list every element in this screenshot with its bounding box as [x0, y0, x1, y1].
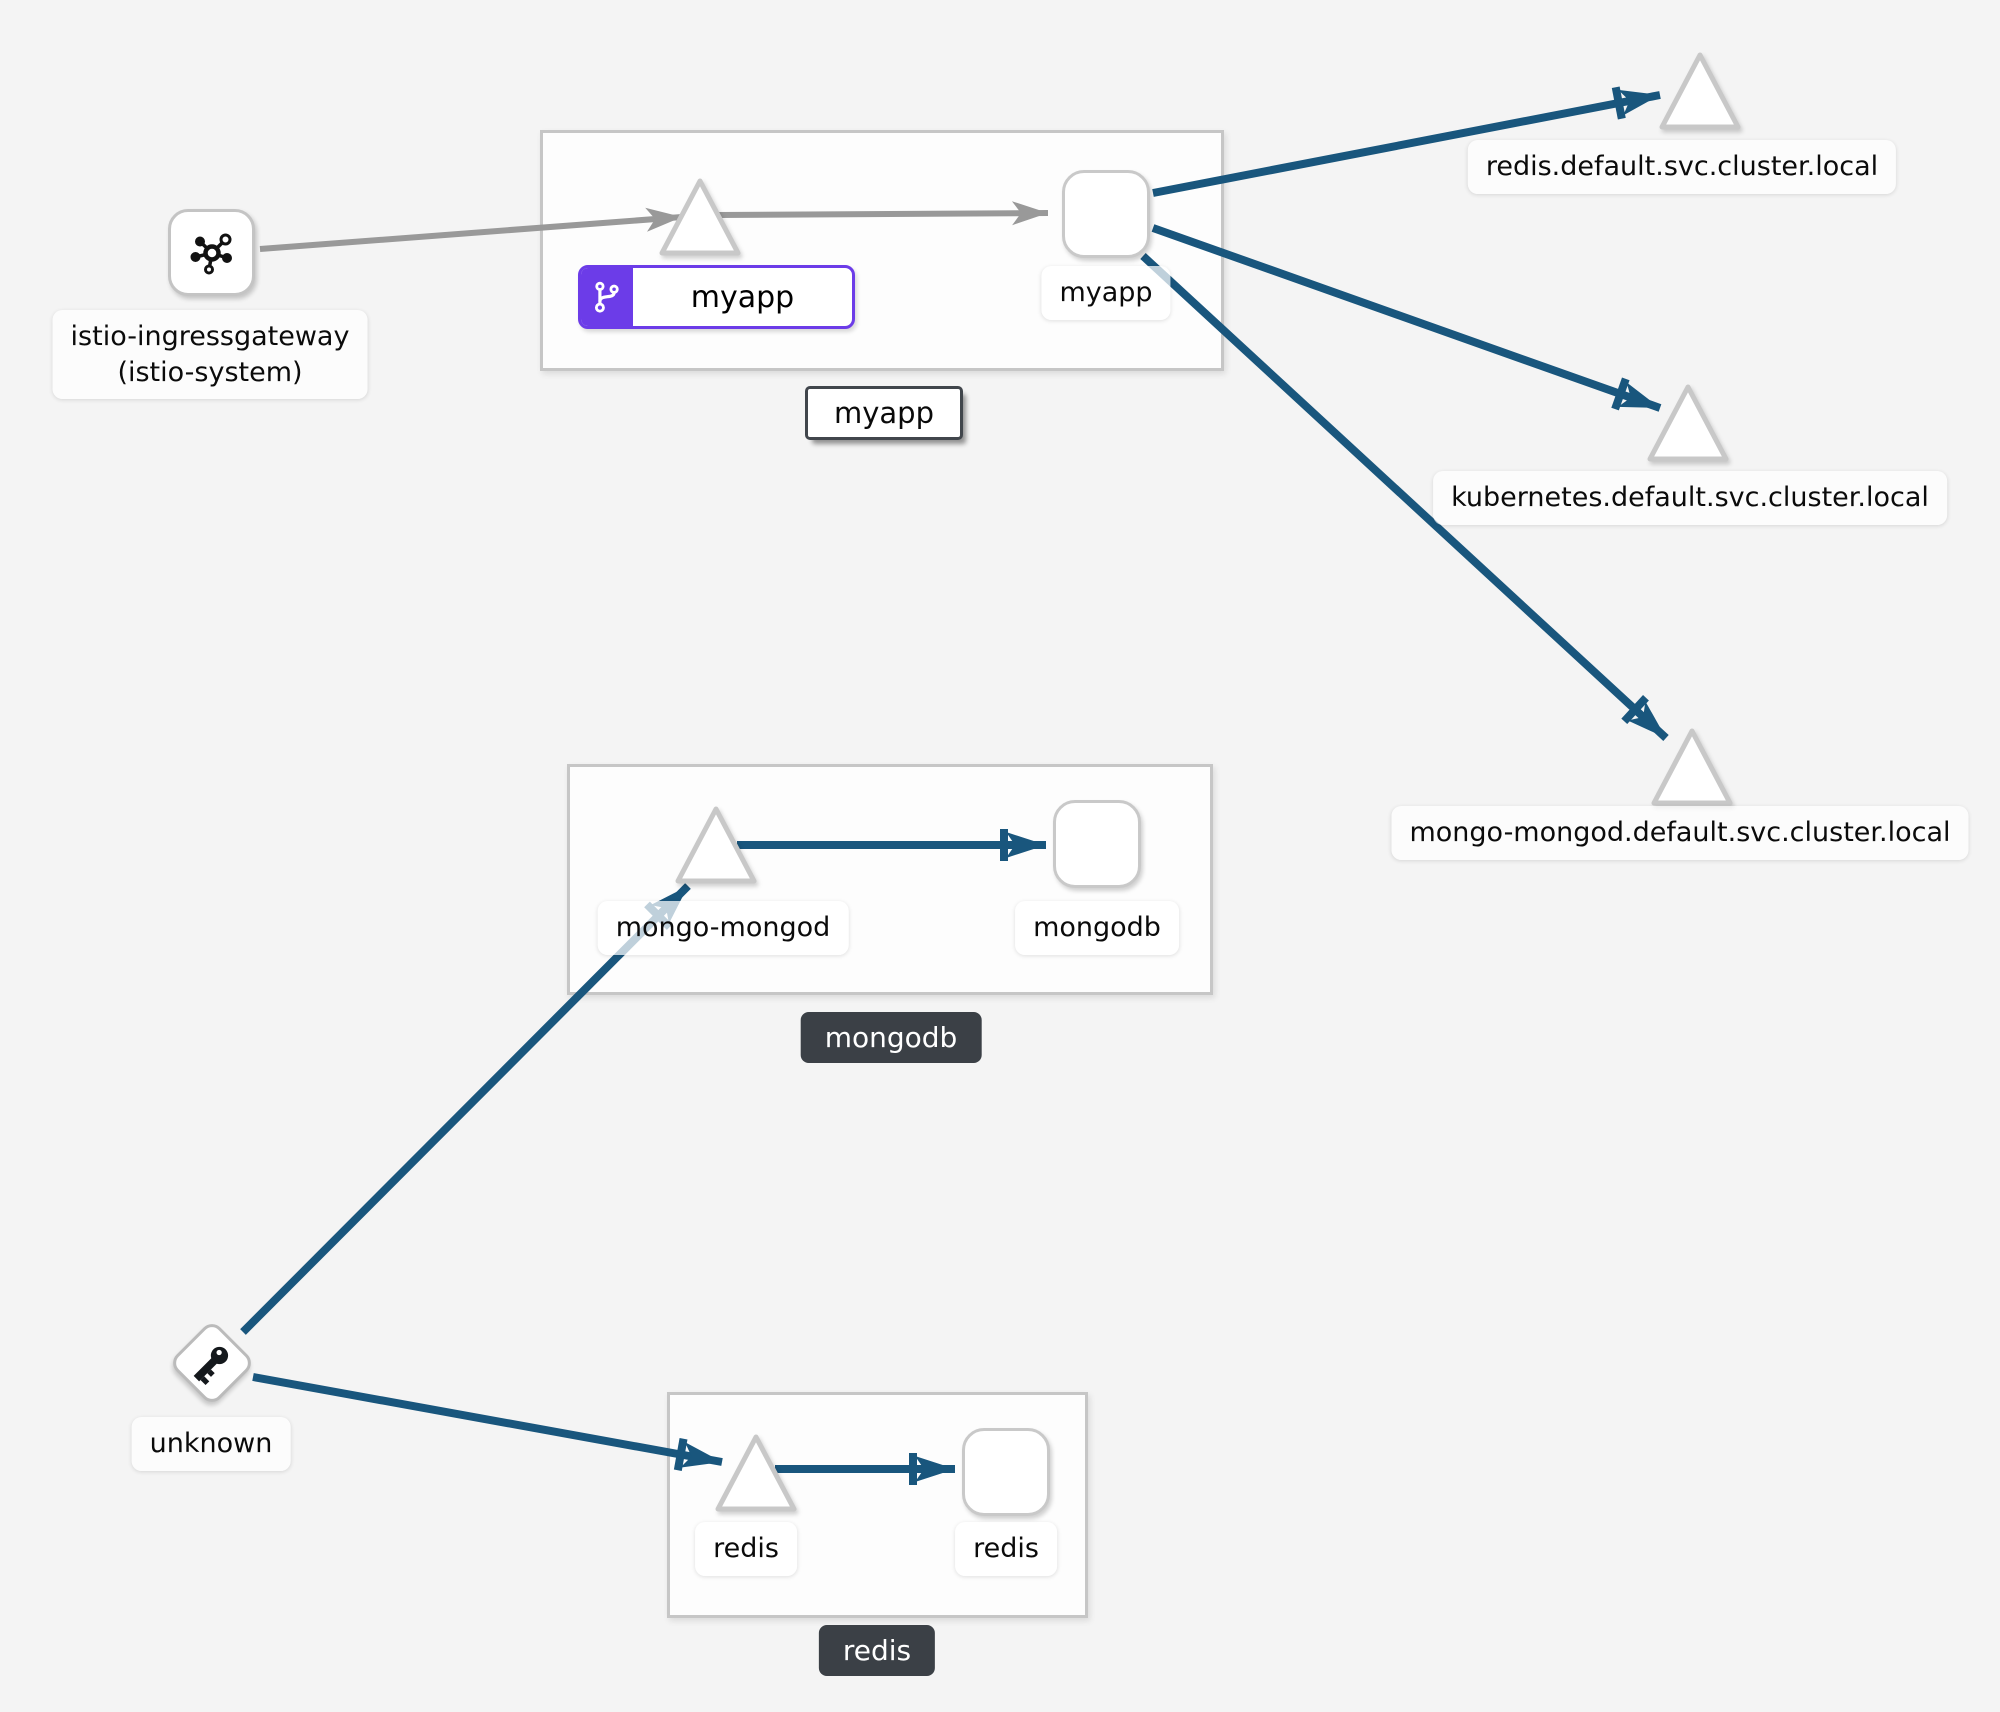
node-redis-workload[interactable] [962, 1428, 1050, 1516]
code-branch-icon [594, 281, 619, 313]
label-mongodb-workload[interactable]: mongodb [1015, 901, 1179, 955]
label-redis-workload[interactable]: redis [955, 1522, 1057, 1576]
myapp-service-badge[interactable]: myapp [578, 265, 855, 329]
edge-tick [1621, 695, 1649, 725]
label-unknown[interactable]: unknown [131, 1417, 291, 1471]
group-label-redis[interactable]: redis [818, 1625, 936, 1676]
node-mongodb-workload[interactable] [1053, 800, 1141, 888]
label-redis-external[interactable]: redis.default.svc.cluster.local [1467, 140, 1897, 194]
group-label-mongodb[interactable]: mongodb [800, 1012, 982, 1063]
node-kubernetes-external[interactable] [1643, 380, 1733, 468]
node-istio-ingressgateway[interactable] [168, 209, 255, 296]
key-icon [193, 1346, 229, 1386]
edge-myapp-service-to-workload[interactable] [717, 201, 1049, 226]
label-kubernetes-external[interactable]: kubernetes.default.svc.cluster.local [1433, 471, 1947, 525]
node-redis-service[interactable] [711, 1430, 801, 1518]
edge-tick [1611, 377, 1630, 411]
label-mongo-service[interactable]: mongo-mongod [597, 901, 849, 955]
badge-label: myapp [690, 279, 795, 315]
edge-ingress-to-myapp-service[interactable] [259, 207, 683, 252]
edge-myapp-to-mongo-external[interactable] [1140, 253, 1669, 741]
label-mongo-external[interactable]: mongo-mongod.default.svc.cluster.local [1391, 806, 1969, 860]
node-myapp-service[interactable] [655, 174, 745, 262]
node-mongo-service[interactable] [671, 802, 761, 890]
group-label-myapp[interactable]: myapp [805, 386, 963, 440]
edge-unknown-to-redis-service[interactable] [252, 1373, 723, 1468]
edge-tick [1611, 86, 1626, 120]
edge-myapp-to-kubernetes-external[interactable] [1151, 224, 1662, 412]
edge-tick [673, 1438, 688, 1471]
node-redis-external[interactable] [1655, 48, 1745, 136]
label-line1: istio-ingressgateway [70, 321, 350, 352]
node-mongo-external[interactable] [1647, 724, 1737, 812]
label-redis-service[interactable]: redis [695, 1522, 797, 1576]
edge-myapp-to-redis-external[interactable] [1152, 89, 1661, 197]
mesh-gateway-icon [190, 233, 232, 274]
node-unknown[interactable] [168, 1319, 256, 1407]
virtual-service-icon-segment [581, 268, 633, 326]
label-line2: (istio-system) [117, 356, 303, 388]
edge-unknown-to-mongo-service[interactable] [240, 883, 691, 1335]
label-istio-ingressgateway[interactable]: istio-ingressgateway (istio-system) [52, 310, 368, 400]
node-myapp-workload[interactable] [1062, 170, 1150, 258]
label-myapp-workload[interactable]: myapp [1041, 266, 1171, 320]
